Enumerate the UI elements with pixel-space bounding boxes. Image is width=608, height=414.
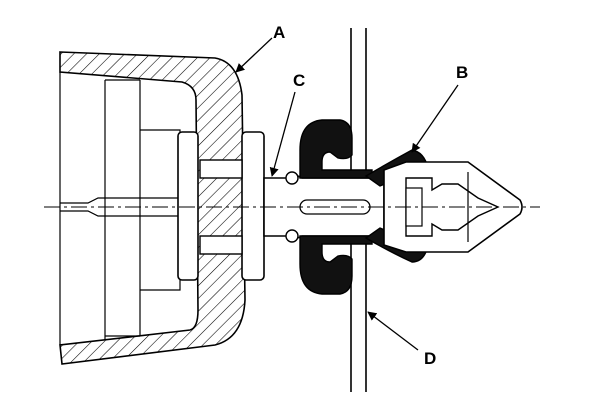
callout-b: B — [456, 63, 468, 82]
leader-d — [367, 311, 419, 351]
left-stem — [60, 197, 178, 217]
callout-d: D — [424, 349, 436, 368]
callout-a: A — [273, 23, 285, 42]
leader-c — [269, 91, 296, 177]
leader-b — [411, 84, 459, 153]
flange — [177, 131, 265, 281]
callout-c: C — [293, 71, 305, 90]
leader-a — [235, 37, 273, 73]
housing-a — [59, 51, 246, 365]
